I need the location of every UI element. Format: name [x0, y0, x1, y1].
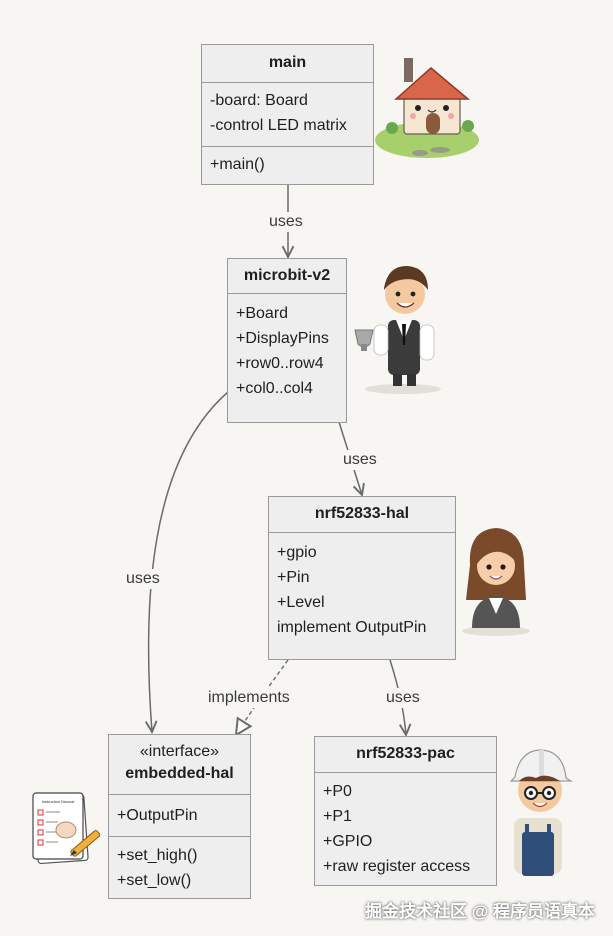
- watermark: 掘金技术社区 @ 程序员语真本: [364, 902, 595, 921]
- class-title-main: main: [202, 45, 373, 83]
- attributes-embedded-hal: +OutputPin: [109, 795, 250, 837]
- class-microbit-v2: microbit-v2 +Board +DisplayPins +row0..r…: [227, 258, 347, 423]
- attribute-row: +GPIO: [323, 833, 373, 850]
- attributes-main: -board: Board -control LED matrix: [202, 83, 373, 147]
- attributes-nrf52833-pac: +P0 +P1 +GPIO +raw register access: [315, 773, 496, 879]
- attribute-row: +OutputPin: [117, 807, 198, 824]
- class-main: main -board: Board -control LED matrix +…: [201, 44, 374, 185]
- edge-label-main-microbit: uses: [266, 212, 306, 232]
- class-name-label: embedded-hal: [125, 765, 234, 782]
- stereotype-label: «interface»: [139, 743, 220, 760]
- class-nrf52833-hal: nrf52833-hal +gpio +Pin +Level implement…: [268, 496, 456, 660]
- cartoon-businesswoman-icon: [462, 528, 530, 636]
- attribute-row: +row0..row4: [236, 355, 324, 372]
- attribute-row: +col0..col4: [236, 380, 313, 397]
- method-row: +main(): [210, 156, 265, 173]
- attribute-row: +raw register access: [323, 858, 471, 875]
- class-title-nrf52833-pac: nrf52833-pac: [315, 737, 496, 773]
- attribute-row: implement OutputPin: [277, 619, 427, 636]
- class-embedded-hal: «interface» embedded-hal +OutputPin +set…: [108, 734, 251, 899]
- method-row: +set_low(): [117, 872, 192, 889]
- edge-label-hal-embedded: implements: [205, 688, 293, 708]
- cartoon-engineer-icon: [509, 749, 574, 876]
- edge-label-microbit-embedded: uses: [123, 569, 163, 589]
- methods-embedded-hal: +set_high() +set_low(): [109, 837, 250, 893]
- attribute-row: +DisplayPins: [236, 330, 329, 347]
- edge-label-microbit-hal: uses: [340, 450, 380, 470]
- class-title-embedded-hal: «interface» embedded-hal: [109, 735, 250, 795]
- edge-microbit-embedded: [149, 391, 229, 732]
- cartoon-businessman-icon: [354, 265, 441, 394]
- attributes-microbit-v2: +Board +DisplayPins +row0..row4 +col0..c…: [228, 294, 346, 401]
- class-title-nrf52833-hal: nrf52833-hal: [269, 497, 455, 533]
- attribute-row: +Pin: [277, 569, 310, 586]
- edge-label-hal-pac: uses: [383, 688, 423, 708]
- attribute-row: -board: Board: [210, 92, 308, 109]
- class-title-microbit-v2: microbit-v2: [228, 259, 346, 294]
- attribute-row: +Level: [277, 594, 325, 611]
- class-nrf52833-pac: nrf52833-pac +P0 +P1 +GPIO +raw register…: [314, 736, 497, 886]
- attribute-row: +gpio: [277, 544, 317, 561]
- attribute-row: -control LED matrix: [210, 117, 347, 134]
- attribute-row: +Board: [236, 305, 289, 322]
- attributes-nrf52833-hal: +gpio +Pin +Level implement OutputPin: [269, 533, 455, 640]
- methods-main: +main(): [202, 147, 373, 177]
- cartoon-house-icon: [375, 58, 479, 158]
- instruction-manual-icon: Instruction Manual: [32, 792, 101, 865]
- attribute-row: +P1: [323, 808, 352, 825]
- method-row: +set_high(): [117, 847, 198, 864]
- attribute-row: +P0: [323, 783, 352, 800]
- svg-text:Instruction Manual: Instruction Manual: [42, 799, 75, 804]
